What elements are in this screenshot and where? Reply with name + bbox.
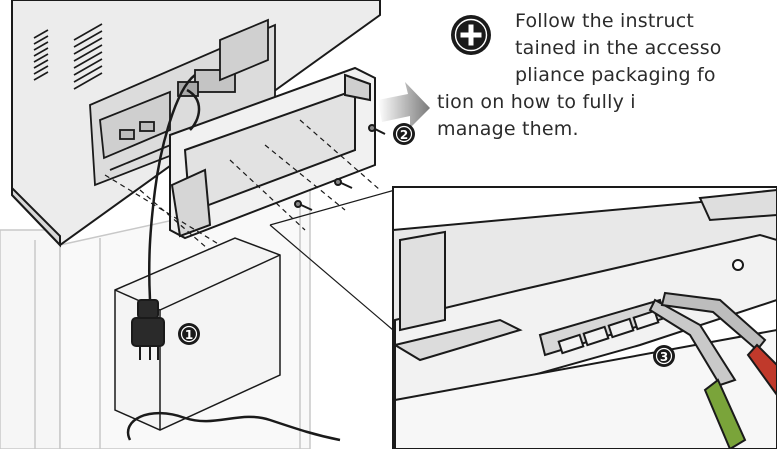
ventilation-grille (33, 23, 103, 90)
pliers-tool (648, 291, 777, 449)
note-line-4: tion on how to fully i (437, 91, 636, 113)
detail-leader-lines (269, 189, 396, 331)
callout-1-number: 1 (185, 328, 193, 342)
callout-badge-3 (653, 345, 675, 367)
note-line-2: tained in the accesso (515, 37, 722, 59)
callout-2-number: 2 (400, 128, 408, 142)
callout-badge-1 (178, 323, 200, 345)
note-line-5: manage them. (437, 118, 579, 140)
removal-arrow (378, 82, 430, 128)
power-plug (131, 299, 165, 360)
plus-circle-icon (451, 15, 491, 55)
note-line-1: Follow the instruct (515, 10, 695, 32)
detail-inset (392, 186, 777, 449)
callout-3-number: 3 (660, 350, 668, 364)
callout-badge-2 (393, 123, 415, 145)
access-cover-panel (169, 66, 376, 240)
note-line-3: pliance packaging fo (515, 64, 716, 86)
power-cord (126, 74, 341, 442)
